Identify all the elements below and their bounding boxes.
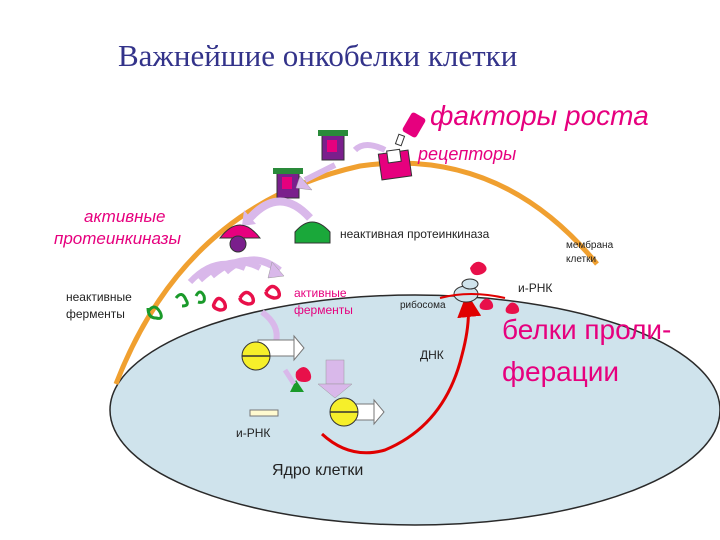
membrane-label-line2: клетки [566, 254, 597, 265]
membrane-label-line1: мембрана [566, 240, 614, 251]
mrna-strand-icon [439, 293, 506, 299]
growth-factors-label: факторы роста [430, 100, 649, 131]
mrna-top-label: и-РНК [518, 281, 553, 295]
signal-arrow [282, 368, 297, 386]
gene-icon [241, 334, 305, 371]
arrow-head [242, 210, 256, 226]
activation-arrow [352, 142, 387, 153]
signal-arrow [260, 309, 280, 343]
ribosome-label: рибосома [400, 300, 446, 311]
growth-factor-icon [394, 112, 426, 147]
active-enzymes-label-line2: ферменты [294, 303, 353, 317]
inactive-enzymes-label-line1: неактивные [66, 290, 132, 304]
arrow-head [317, 383, 353, 399]
dna-label: ДНК [420, 348, 444, 362]
proliferation-protein-icon [470, 261, 520, 314]
inactive-kinase-label: неактивная протеинкиназа [340, 227, 490, 241]
proliferation-label-line2: ферации [502, 356, 620, 387]
gene-icon [329, 397, 385, 427]
active-kinase-icon [218, 224, 262, 239]
kinase-arrow [247, 197, 313, 221]
active-enzymes-label-line1: активные [294, 286, 347, 300]
arrow-head [295, 175, 313, 191]
receptors-label: рецепторы [418, 144, 517, 164]
active-enzyme-icon [211, 284, 282, 312]
inactive-enzyme-icon [146, 290, 206, 320]
mrna-export-arrow [320, 293, 482, 455]
transcription-factor-icon [290, 367, 312, 392]
active-kinases-label-line2: протеинкиназы [54, 229, 182, 248]
kinase-ball-icon [229, 235, 247, 253]
active-kinases-label-line1: активные [84, 207, 166, 226]
mrna-bar-icon [249, 409, 279, 417]
nucleus-label: Ядро клетки [272, 462, 364, 479]
enzyme-activation-arrows [187, 256, 285, 285]
receptor-icon [377, 148, 413, 181]
proliferation-label-line1: белки проли- [502, 314, 672, 345]
cell-membrane [113, 160, 599, 385]
mrna-nucleus-label: и-РНК [236, 426, 271, 440]
inactive-enzymes-label-line2: ферменты [66, 307, 125, 321]
activated-receptor-icon [318, 130, 348, 161]
ribosome-icon [453, 278, 479, 303]
transcription-arrow [325, 359, 345, 385]
page-title: Важнейшие онкобелки клетки [118, 38, 518, 73]
activation-arrow [303, 162, 337, 183]
inactive-kinase-icon [294, 221, 331, 244]
